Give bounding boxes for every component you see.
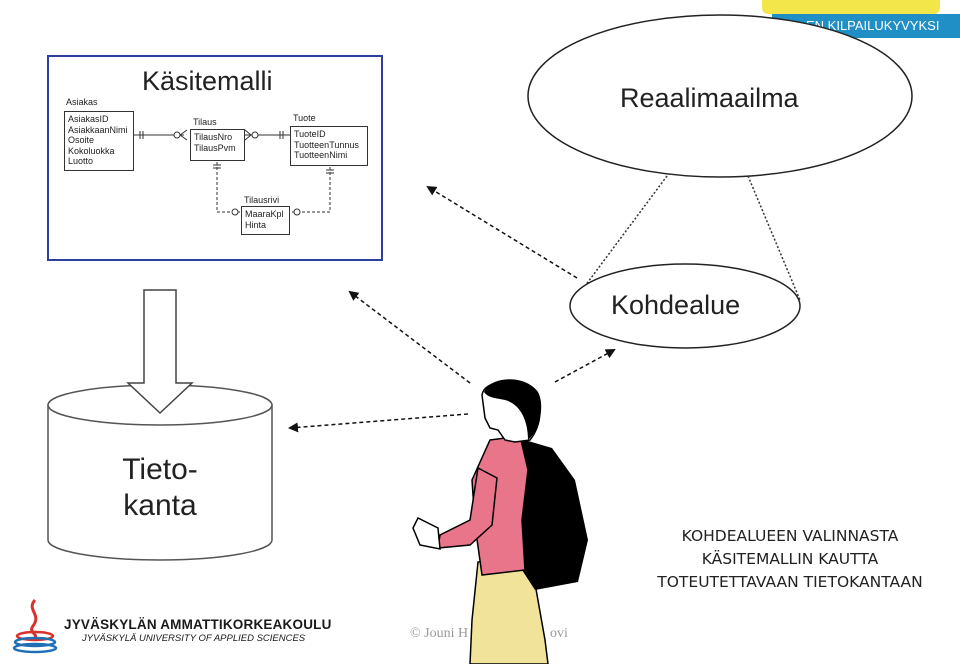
- attribute: AsiakasID: [68, 114, 109, 124]
- slide-caption: KOHDEALUEEN VALINNASTA KÄSITEMALLIN KAUT…: [640, 525, 940, 594]
- attribute: TilausNro: [194, 132, 233, 142]
- banner-accent: [762, 0, 940, 14]
- attribute: TuotteenTunnus: [294, 139, 359, 150]
- jamk-logo-icon: [12, 598, 58, 654]
- caption-line2: KÄSITEMALLIN KAUTTA: [701, 550, 879, 568]
- domain-label: Kohdealue: [611, 290, 741, 320]
- person-figure: [412, 379, 588, 664]
- logo-name-fi: JYVÄSKYLÄN AMMATTIKORKEAKOULU: [64, 617, 332, 632]
- real-world-ellipse: [527, 14, 913, 178]
- entity-tilaus: TilausNro TilausPvm: [190, 129, 245, 161]
- database-label-line2: kanta: [123, 489, 197, 522]
- logo-name-en: JYVÄSKYLÄ UNIVERSITY OF APPLIED SCIENCES: [82, 633, 306, 644]
- database-label-line1: Tieto-: [122, 453, 198, 486]
- attribute: TilausPvm: [194, 142, 236, 153]
- copyright-text-tail: ovi: [550, 626, 568, 641]
- entity-tuote-name: Tuote: [293, 113, 316, 123]
- entity-asiakas-name: Asiakas: [66, 97, 98, 107]
- attribute: Kokoluokka: [68, 145, 115, 156]
- caption-line3: TOTEUTETTAVAAN TIETOKANTAAN: [657, 573, 923, 591]
- attribute: TuoteID: [294, 129, 326, 139]
- entity-tilausrivi: MaaraKpl Hinta: [241, 206, 290, 235]
- database-label: Tieto- kanta: [90, 452, 230, 524]
- entity-tilausrivi-name: Tilausrivi: [244, 195, 280, 205]
- attribute: AsiakkaanNimi: [68, 124, 128, 135]
- arrow-to-database: [288, 413, 469, 433]
- entity-tilaus-name: Tilaus: [193, 117, 217, 127]
- attribute: Osoite: [68, 135, 95, 145]
- caption-line1: KOHDEALUEEN VALINNASTA: [681, 527, 899, 545]
- projection-line-right: [747, 175, 801, 301]
- arrow-person-to-model: [348, 290, 471, 384]
- arrow-to-domain: [554, 349, 616, 383]
- arrow-to-model: [426, 185, 578, 279]
- copyright-text: © Jouni H: [410, 626, 469, 641]
- entity-asiakas: AsiakasID AsiakkaanNimi Osoite Kokoluokk…: [64, 111, 134, 171]
- down-arrow: [126, 289, 194, 415]
- entity-tuote: TuoteID TuotteenTunnus TuotteenNimi: [290, 126, 368, 166]
- concept-model-title: Käsitemalli: [142, 66, 273, 96]
- er-relationship-lines: [134, 129, 334, 216]
- attribute: Hinta: [245, 219, 267, 230]
- attribute: Luotto: [68, 156, 94, 166]
- attribute: TuotteenNimi: [294, 150, 348, 160]
- domain-ellipse: [569, 263, 801, 349]
- attribute: MaaraKpl: [245, 209, 284, 219]
- real-world-label: Reaalimaailma: [620, 83, 799, 113]
